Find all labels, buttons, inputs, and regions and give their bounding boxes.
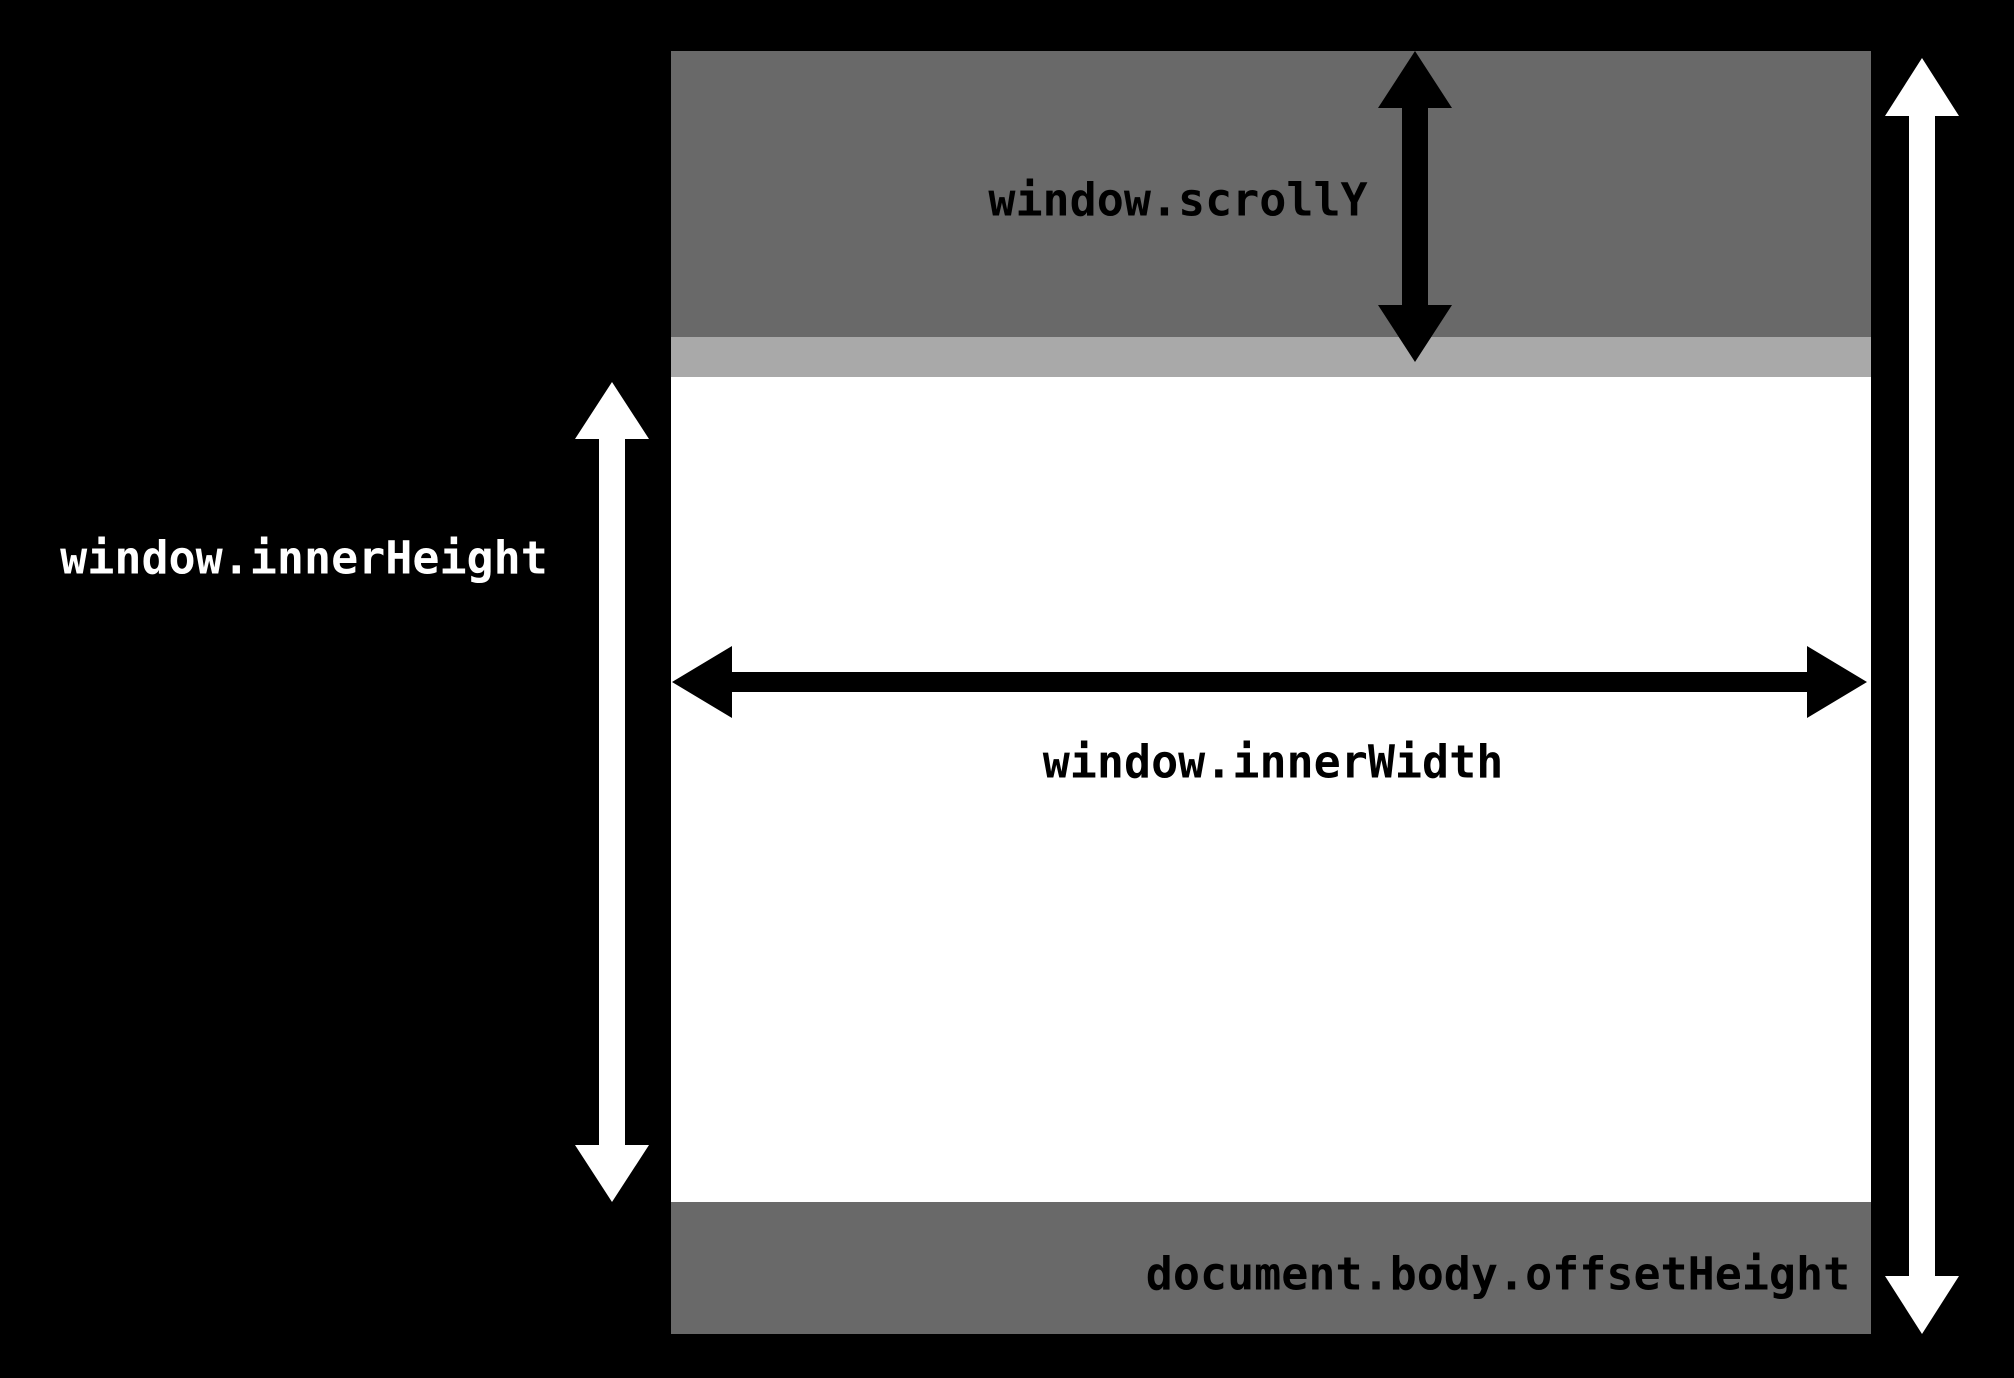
- offset-height-arrow-shape: [1885, 58, 1959, 1334]
- inner-width-arrow-shape: [672, 646, 1867, 718]
- inner-width-label: window.innerWidth: [1042, 735, 1504, 789]
- inner-height-label: window.innerHeight: [60, 531, 548, 585]
- offset-height-label: document.body.offsetHeight: [1145, 1247, 1851, 1301]
- scroll-y-arrow: [1378, 51, 1452, 362]
- inner-height-arrow-shape: [575, 382, 649, 1202]
- inner-width-arrow: [672, 646, 1867, 718]
- scrolled-past-region: [671, 51, 1871, 337]
- document-rectangle: [671, 51, 1871, 1334]
- viewport-top-strip: [671, 337, 1871, 377]
- below-viewport-region: [671, 1202, 1871, 1334]
- offset-height-arrow: [1885, 58, 1959, 1334]
- inner-height-arrow: [575, 382, 649, 1202]
- scroll-y-arrow-shape: [1378, 51, 1452, 362]
- scroll-y-label: window.scrollY: [988, 173, 1368, 227]
